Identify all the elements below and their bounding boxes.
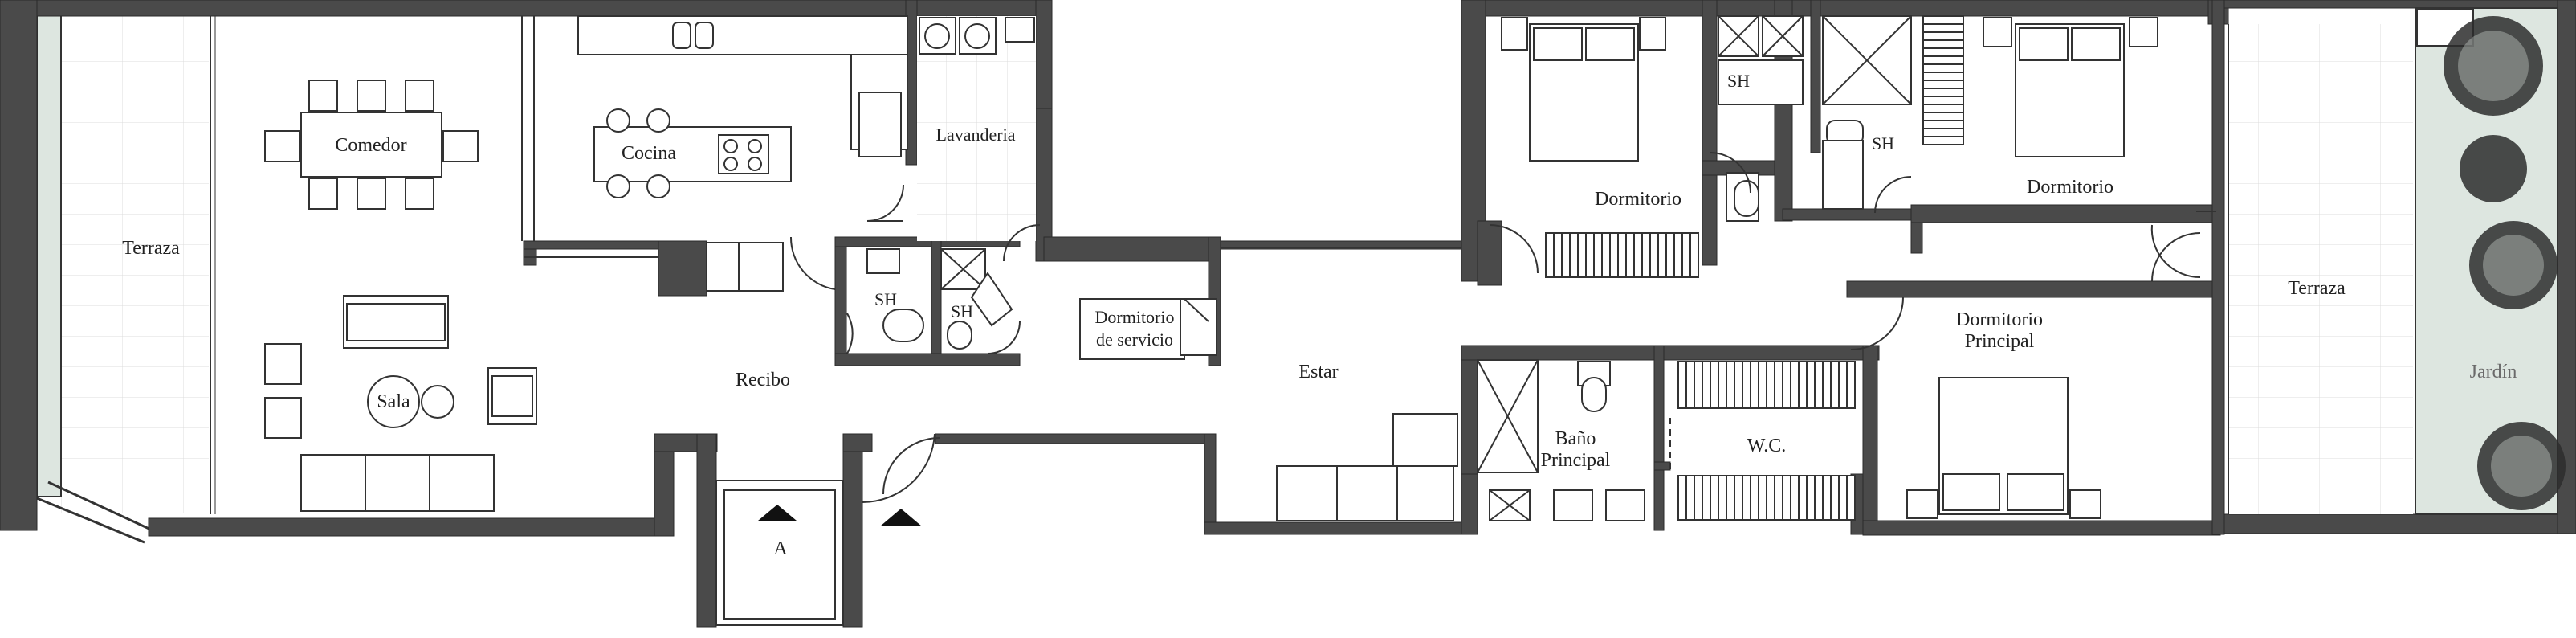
tree-icon	[2460, 135, 2527, 202]
label-cocina: Cocina	[622, 143, 676, 164]
bedroom-1	[1489, 17, 1699, 278]
tree-icon	[2469, 221, 2558, 309]
label-sh-1: SH	[1727, 71, 1750, 91]
tree-icon	[2444, 16, 2543, 116]
label-sala: Sala	[377, 391, 410, 412]
laundry	[866, 16, 1041, 262]
label-sh-2: SH	[1872, 133, 1894, 153]
label-dormitorio-principal-1: Dormitorio	[1956, 309, 2043, 330]
label-estar: Estar	[1298, 362, 1338, 382]
central-baths	[1710, 15, 1964, 222]
label-wc: W.C.	[1747, 436, 1786, 456]
label-dormitorio-1: Dormitorio	[1595, 189, 1681, 210]
label-bano-principal-1: Baño	[1555, 428, 1596, 449]
label-recibo: Recibo	[736, 370, 790, 391]
estar-furniture	[1276, 413, 1458, 521]
terraza-right	[2228, 24, 2413, 514]
door-recibo	[789, 236, 836, 290]
label-sh-service2: SH	[951, 301, 973, 321]
label-comedor: Comedor	[335, 135, 406, 156]
label-dormitorio-servicio-2: de servicio	[1096, 329, 1173, 350]
master-bath	[1477, 359, 1856, 521]
label-elevator: A	[773, 538, 788, 559]
label-sh-service: SH	[874, 289, 897, 309]
label-lavanderia: Lavanderia	[936, 125, 1016, 145]
label-terraza-left: Terraza	[122, 238, 180, 259]
label-dormitorio-2: Dormitorio	[2027, 177, 2113, 198]
label-jardin: Jardín	[2470, 362, 2517, 382]
label-terraza-right: Terraza	[2288, 278, 2346, 299]
terraza-left	[36, 14, 216, 544]
elevator	[715, 433, 935, 626]
master-bedroom	[1850, 297, 2101, 519]
label-dormitorio-servicio-1: Dormitorio	[1095, 307, 1175, 327]
service-bedroom	[1079, 298, 1217, 360]
label-bano-principal-2: Principal	[1541, 450, 1611, 471]
doors	[882, 232, 2201, 495]
kitchen	[521, 15, 908, 292]
living-room	[264, 295, 537, 512]
dining-table-group	[264, 80, 479, 210]
bedroom-2	[1983, 17, 2216, 279]
label-dormitorio-principal-2: Principal	[1965, 331, 2035, 352]
jardin	[2415, 7, 2566, 515]
service-bath	[846, 248, 1021, 354]
tree-icon	[2477, 422, 2566, 510]
